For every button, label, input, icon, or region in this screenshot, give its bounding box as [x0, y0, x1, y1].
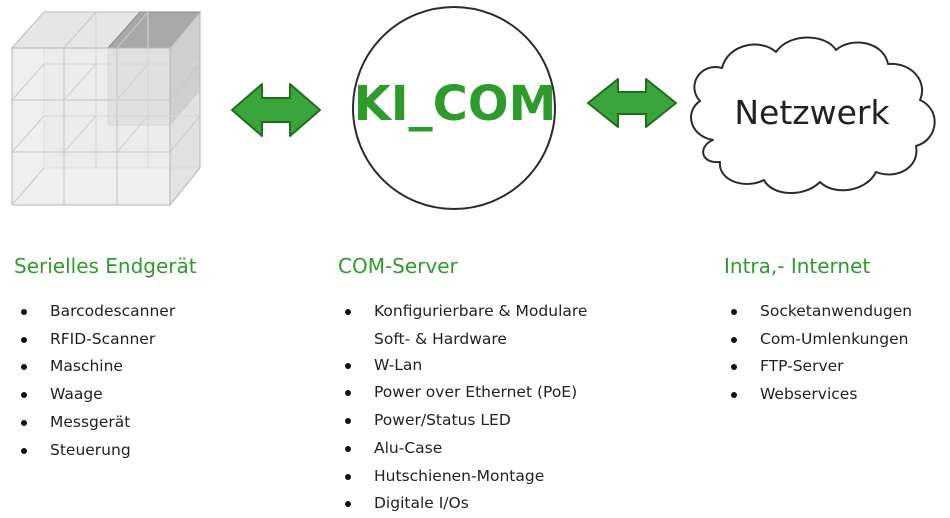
bullet-icon	[21, 336, 27, 343]
column-heading-serial-device: Serielles Endgerät	[14, 254, 197, 278]
cube-grid-icon	[10, 10, 202, 207]
list-item: Socketanwendugen	[724, 298, 912, 326]
bullet-icon	[21, 447, 27, 454]
bullet-icon	[345, 473, 351, 480]
circle-node-icon	[352, 6, 556, 210]
list-item: W-Lan	[338, 352, 587, 380]
bullet-icon	[21, 419, 27, 426]
list-item: Barcodescanner	[14, 298, 175, 326]
intranet-list: Socketanwendugen Com-Umlenkungen FTP-Ser…	[724, 298, 912, 409]
bullet-icon	[345, 390, 351, 397]
column-heading-intranet: Intra,- Internet	[724, 254, 871, 278]
bullet-icon	[21, 309, 27, 315]
list-item: Waage	[14, 381, 175, 409]
bullet-icon	[731, 392, 737, 399]
list-item: Digitale I/Os	[338, 490, 587, 518]
cloud-icon	[690, 36, 936, 195]
double-arrow-icon	[231, 83, 321, 137]
netzwerk-label: Netzwerk	[734, 93, 890, 132]
bullet-icon	[345, 445, 351, 452]
list-item: Power over Ethernet (PoE)	[338, 379, 587, 407]
bullet-icon	[345, 418, 351, 425]
bullet-icon	[345, 362, 351, 369]
ki-com-label: KI_COM	[353, 76, 557, 132]
list-item: FTP-Server	[724, 353, 912, 381]
list-item: Power/Status LED	[338, 407, 587, 435]
list-item: Com-Umlenkungen	[724, 326, 912, 354]
list-item: Webservices	[724, 381, 912, 409]
list-item: Messgerät	[14, 409, 175, 437]
bullet-icon	[731, 309, 737, 315]
list-item: Maschine	[14, 353, 175, 381]
device-network-diagram	[10, 6, 936, 210]
bullet-icon	[731, 364, 737, 371]
double-arrow-icon	[587, 78, 677, 128]
list-item: Alu-Case	[338, 435, 587, 463]
list-item: Hutschienen-Montage	[338, 463, 587, 491]
list-item: Steuerung	[14, 437, 175, 465]
bullet-icon	[345, 501, 351, 508]
bullet-icon	[731, 336, 737, 343]
serial-device-list: Barcodescanner RFID-Scanner Maschine Waa…	[14, 298, 175, 464]
list-item-continuation: Soft- & Hardware	[374, 329, 507, 348]
column-heading-com-server: COM-Server	[338, 254, 458, 278]
bullet-icon	[21, 364, 27, 371]
bullet-icon	[21, 392, 27, 399]
bullet-icon	[345, 309, 351, 315]
list-item: RFID-Scanner	[14, 326, 175, 354]
